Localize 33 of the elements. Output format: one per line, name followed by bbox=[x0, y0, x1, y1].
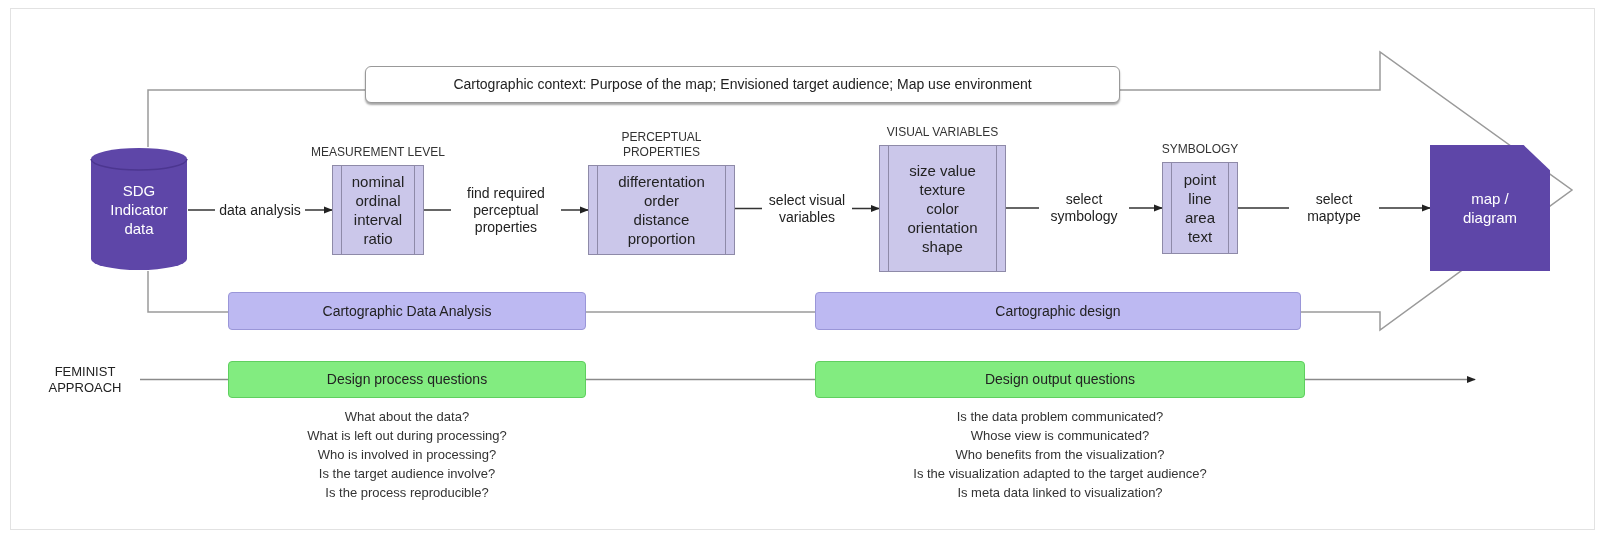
section-heading: SYMBOLOGY bbox=[1160, 142, 1240, 157]
question-text: Whose view is communicated? bbox=[970, 427, 1150, 445]
phase-bar: Cartographic design bbox=[815, 292, 1301, 330]
connector-line bbox=[139, 378, 229, 381]
context-box: Cartographic context: Purpose of the map; Envisioned target audience; Map use environment bbox=[365, 66, 1120, 103]
question-text: Is the process reproducible? bbox=[325, 484, 489, 502]
edge-label: find required perceptual properties bbox=[451, 184, 561, 236]
database-cylinder: SDG Indicator data bbox=[90, 147, 188, 271]
question-text: Is the visualization adapted to the target audience? bbox=[913, 465, 1207, 483]
approach-label: FEMINIST APPROACH bbox=[30, 362, 140, 398]
question-text: Is the data problem communicated? bbox=[956, 408, 1164, 426]
list-box: differentation order distance proportion bbox=[588, 165, 735, 255]
connector-line bbox=[585, 378, 816, 381]
question-text: Is meta data linked to visualization? bbox=[957, 484, 1163, 502]
phase-bar: Cartographic Data Analysis bbox=[228, 292, 586, 330]
question-bar: Design process questions bbox=[228, 361, 586, 398]
section-heading: PERCEPTUAL PROPERTIES bbox=[620, 130, 703, 160]
section-heading: VISUAL VARIABLES bbox=[885, 125, 1000, 140]
question-text: Who benefits from the visualization? bbox=[955, 446, 1165, 464]
edge-label: data analysis bbox=[215, 201, 305, 219]
question-text: What about the data? bbox=[344, 408, 470, 426]
document-shape: map / diagram bbox=[1430, 145, 1550, 271]
question-text: Is the target audience involve? bbox=[318, 465, 496, 483]
edge-label: select maptype bbox=[1289, 191, 1379, 225]
question-bar: Design output questions bbox=[815, 361, 1305, 398]
section-heading: MEASUREMENT LEVEL bbox=[310, 145, 446, 160]
arrow bbox=[1304, 375, 1476, 384]
list-box: point line area text bbox=[1162, 162, 1238, 254]
question-text: Who is involved in processing? bbox=[317, 446, 497, 464]
edge-label: select symbology bbox=[1039, 191, 1129, 225]
list-box: size value texture color orientation shape bbox=[879, 145, 1006, 272]
question-text: What is left out during processing? bbox=[307, 427, 507, 445]
list-box: nominal ordinal interval ratio bbox=[332, 165, 424, 255]
